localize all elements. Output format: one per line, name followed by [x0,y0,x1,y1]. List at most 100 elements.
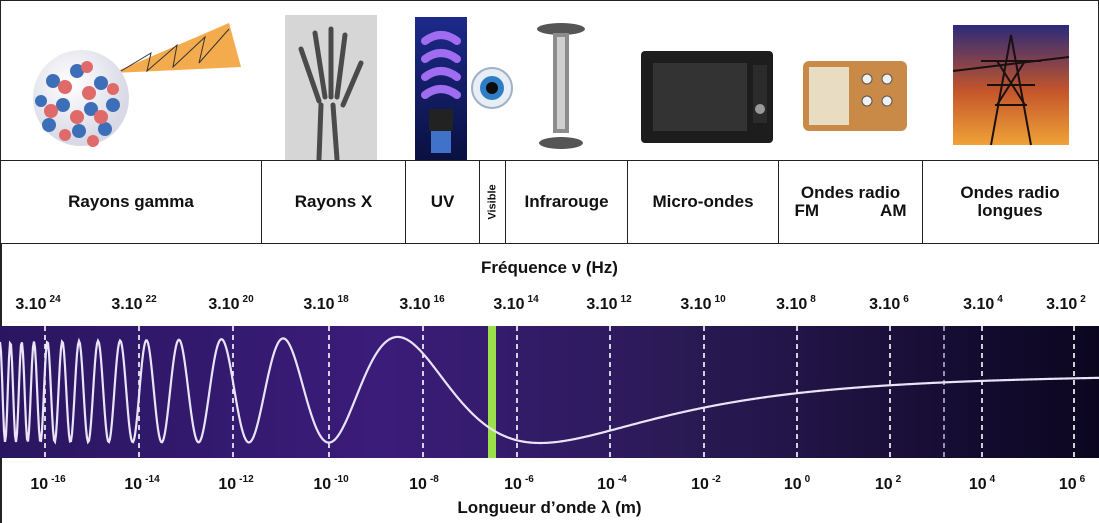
wavelength-tick: 10-12 [218,474,253,494]
category-radio-label: Ondes radio [800,183,901,202]
spectrum-category-row: Rayons gamma Rayons X UV Visible Infraro… [0,160,1099,244]
category-infrared: Infrarouge [506,161,628,243]
frequency-tick-base: 3.10 [586,296,618,313]
category-long-radio-label-2: longues [977,201,1043,220]
wavelength-tick-base: 10 [1058,476,1077,493]
uv-lamp-icon [415,17,467,161]
wavelength-tick: 10-14 [124,474,159,494]
wave-curve [0,335,1099,445]
frequency-axis-title: Fréquence ν (Hz) [0,258,1099,278]
frequency-tick-base: 3.10 [963,296,995,313]
image-row [0,0,1099,162]
category-infrared-label: Infrarouge [524,192,609,211]
wave-band [0,326,1099,458]
wavelength-tick-exponent: 4 [989,474,996,485]
wavelength-tick-base: 10 [124,476,143,493]
wavelength-tick-base: 10 [218,476,237,493]
frequency-tick-base: 3.10 [776,296,808,313]
wavelength-tick-exponent: 6 [1079,474,1086,485]
wavelength-tick-base: 10 [30,476,49,493]
wavelength-tick: 10-6 [504,474,534,494]
wavelength-tick-exponent: 0 [804,474,811,485]
category-microwave-label: Micro-ondes [652,192,754,211]
frequency-axis-title-text: Fréquence ν (Hz) [481,258,618,277]
category-radio-am-label: AM [880,201,907,220]
frequency-tick-exponent: 14 [527,294,539,305]
frequency-tick-base: 3.10 [15,296,47,313]
wavelength-axis-title: Longueur d’onde λ (m) [0,498,1099,518]
frequency-tick-base: 3.10 [111,296,143,313]
wavelength-tick-base: 10 [409,476,427,493]
frequency-tick-exponent: 4 [997,294,1003,305]
frequency-tick-base: 3.10 [493,296,525,313]
frequency-tick-base: 3.10 [208,296,240,313]
wavelength-tick-base: 10 [504,476,522,493]
wavelength-tick-exponent: -16 [51,474,66,485]
power-pylon-icon [952,25,1070,146]
frequency-tick-base: 3.10 [303,296,335,313]
wavelength-tick-base: 10 [313,476,332,493]
frequency-tick-exponent: 12 [620,294,632,305]
wavelength-tick-exponent: -6 [524,474,534,485]
frequency-tick-exponent: 6 [903,294,909,305]
gamma-nucleus-icon [33,23,241,147]
category-xray: Rayons X [262,161,406,243]
frequency-tick-exponent: 18 [337,294,349,305]
microwave-oven-icon [641,51,773,143]
frequency-tick-base: 3.10 [1046,296,1078,313]
radio-icon [803,61,907,131]
frequency-tick-exponent: 8 [810,294,816,305]
category-radio-fm-label: FM [794,201,820,220]
wavelength-tick: 10-8 [409,474,439,494]
category-uv: UV [406,161,480,243]
wavelength-tick-base: 10 [691,476,709,493]
frequency-tick-exponent: 16 [433,294,445,305]
wavelength-tick-exponent: 2 [895,474,902,485]
wavelength-tick: 10-2 [691,474,721,494]
xray-hand-icon [285,15,377,161]
category-radio: Ondes radio FM AM [779,161,923,243]
visible-light-strip [488,326,496,458]
decade-guide-lines [44,326,1075,458]
frequency-tick-base: 3.10 [680,296,712,313]
frequency-tick-exponent: 2 [1080,294,1086,305]
frequency-tick-exponent: 22 [145,294,157,305]
category-gamma-label: Rayons gamma [68,192,194,211]
frequency-tick-exponent: 20 [242,294,254,305]
category-microwave: Micro-ondes [628,161,779,243]
wavelength-tick-exponent: -10 [334,474,349,485]
wavelength-tick: 10-10 [313,474,348,494]
wavelength-tick-exponent: -8 [429,474,439,485]
infrared-heater-icon [537,23,585,149]
wavelength-tick-exponent: -2 [711,474,721,485]
wavelength-axis-title-text: Longueur d’onde λ (m) [457,498,642,517]
wavelength-tick: 10-16 [30,474,65,494]
frequency-tick-exponent: 24 [49,294,61,305]
frequency-tick-base: 3.10 [399,296,431,313]
frequency-tick-base: 3.10 [869,296,901,313]
wavelength-tick-exponent: -4 [617,474,627,485]
category-long-radio: Ondes radio longues [923,161,1097,243]
wavelength-tick-base: 10 [968,476,987,493]
wavelength-tick-base: 10 [874,476,893,493]
eye-icon [471,67,513,109]
wavelength-tick-base: 10 [597,476,615,493]
wavelength-tick-exponent: -12 [239,474,254,485]
